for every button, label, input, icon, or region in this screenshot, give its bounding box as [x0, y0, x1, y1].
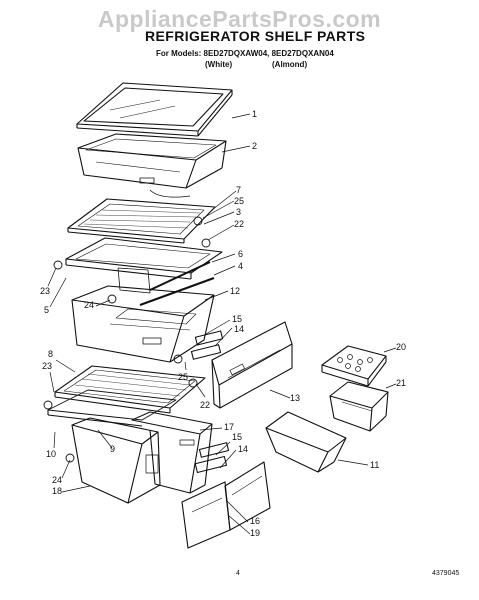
- part-12-pan: [71, 267, 215, 363]
- callout-13: 13: [290, 393, 300, 403]
- callout-15b: 15: [232, 432, 242, 442]
- callout-12: 12: [230, 286, 240, 296]
- models-line: For Models: 8ED27DQXAW04, 8ED27DQXAN04: [156, 49, 334, 58]
- part-21-butter-tray: [329, 381, 389, 432]
- document-number: 4379045: [432, 570, 460, 577]
- callout-labels: 1 2 7 25 3 22 6 4 12 15 14 23 5 24 20 21…: [40, 109, 406, 538]
- callout-15: 15: [232, 314, 242, 324]
- callout-23b: 23: [42, 361, 52, 371]
- callout-22b: 22: [200, 400, 210, 410]
- page-title: REFRIGERATOR SHELF PARTS: [145, 28, 366, 44]
- part-1-glass-shelf: [76, 82, 233, 137]
- callout-7: 7: [236, 185, 241, 195]
- callout-8: 8: [48, 349, 53, 359]
- callout-10: 10: [46, 449, 56, 459]
- part-14-clips: [190, 330, 230, 474]
- callout-22: 22: [234, 219, 244, 229]
- callout-2: 2: [252, 141, 257, 151]
- callout-19: 19: [250, 528, 260, 538]
- callout-25b: 25: [178, 372, 188, 382]
- small-clips: [43, 216, 211, 463]
- callout-17: 17: [224, 422, 234, 432]
- callout-4: 4: [238, 261, 243, 271]
- callout-24b: 24: [52, 475, 62, 485]
- watermark: AppliancePartsPros.com: [97, 6, 382, 32]
- part-7-shelf-insert: [67, 198, 216, 244]
- callout-9: 9: [110, 444, 115, 454]
- part-11-door-bin: [265, 411, 347, 473]
- page-number: 4: [236, 570, 240, 577]
- callout-3: 3: [236, 207, 241, 217]
- callout-1: 1: [252, 109, 257, 119]
- callout-18: 18: [52, 486, 62, 496]
- callout-11: 11: [370, 460, 379, 470]
- callout-14b: 14: [238, 444, 248, 454]
- callout-6: 6: [238, 249, 243, 259]
- callout-5: 5: [44, 305, 49, 315]
- part-13-door-panel: [211, 321, 293, 409]
- callout-20: 20: [396, 342, 406, 352]
- part-6-shelf-frame: [65, 237, 223, 306]
- callout-16: 16: [250, 516, 260, 526]
- callout-21: 21: [396, 378, 406, 388]
- leader-lines: [47, 113, 397, 535]
- part-20-egg-tray: [321, 345, 387, 387]
- part-8-lower-shelf: [47, 365, 206, 427]
- variant-almond: (Almond): [272, 60, 308, 69]
- part-9-crisper-bin: [71, 417, 161, 504]
- callout-23: 23: [40, 286, 50, 296]
- callout-14: 14: [234, 324, 244, 334]
- callout-25: 25: [234, 196, 244, 206]
- part-2-tray: [77, 133, 227, 198]
- callout-24: 24: [84, 300, 94, 310]
- variant-white: (White): [205, 60, 233, 69]
